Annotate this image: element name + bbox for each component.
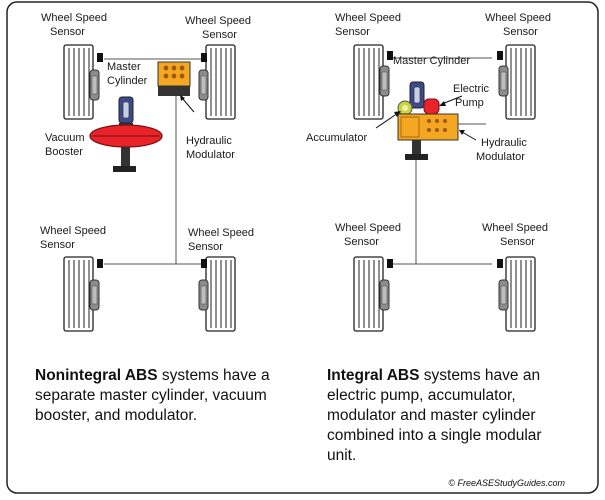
pump-arrow — [441, 95, 463, 105]
accumulator-label: Accumulator — [306, 132, 367, 144]
vacuum-booster-label-2: Booster — [45, 146, 83, 158]
wheel-speed-sensor-label-fl-right: Wheel Speed — [335, 12, 401, 24]
modulator-arrow-right — [461, 131, 477, 141]
integral-diagram: Wheel Speed Sensor Wheel Speed Sensor Ma… — [306, 12, 551, 332]
hydraulic-modulator-right — [397, 113, 459, 141]
vacuum-booster — [89, 123, 163, 172]
hydraulic-modulator-label-left-2: Modulator — [186, 149, 235, 161]
wheel-front-right — [198, 44, 236, 120]
integral-caption-text: systems have an electric pump, accumulat… — [327, 367, 542, 464]
master-cylinder-label-left-2: Cylinder — [107, 75, 148, 87]
accumulator-arrow — [375, 112, 399, 129]
copyright-notice: © FreeASEStudyGuides.com — [448, 478, 565, 488]
pump-arrowhead — [439, 101, 446, 106]
modulator-arrowhead-right — [459, 130, 465, 135]
wheel-speed-sensor-label-fl-2: Sensor — [50, 26, 85, 38]
nonintegral-caption-text: systems have a separate master cylinder,… — [35, 367, 270, 424]
master-cylinder-label-left: Master — [107, 61, 141, 73]
wheel-front-left — [63, 44, 103, 120]
vacuum-booster-label: Vacuum — [45, 132, 85, 144]
electric-pump-label: Electric — [453, 83, 490, 95]
wheel-speed-sensor-label-rr: Wheel Speed — [188, 227, 254, 239]
master-cylinder-left — [118, 96, 134, 124]
hydraulic-modulator-left — [157, 61, 191, 96]
hydraulic-modulator-label-right-2: Modulator — [476, 151, 525, 163]
electric-pump-label-2: Pump — [455, 97, 484, 109]
wheel-speed-sensor-label-fl: Wheel Speed — [41, 12, 107, 24]
integral-caption: Integral ABS systems have an electric pu… — [327, 366, 572, 466]
wheel-speed-sensor-label-rr-2: Sensor — [188, 241, 223, 253]
nonintegral-caption: Nonintegral ABS systems have a separate … — [35, 366, 300, 426]
wheel-speed-sensor-label-rl-right-2: Sensor — [344, 236, 379, 248]
wheel-rear-right — [198, 256, 236, 332]
wheel-speed-sensor-label-rr-right-2: Sensor — [500, 236, 535, 248]
wheel-speed-sensor-label-rl-right: Wheel Speed — [335, 222, 401, 234]
wheel-speed-sensor-label-rr-right: Wheel Speed — [482, 222, 548, 234]
hydraulic-modulator-label-right: Hydraulic — [481, 137, 527, 149]
wheel-speed-sensor-label-fr: Wheel Speed — [185, 15, 251, 27]
electric-pump — [423, 98, 440, 115]
integral-abs-unit — [397, 81, 459, 160]
wheel-front-left-right — [353, 44, 393, 120]
integral-caption-bold: Integral ABS — [327, 367, 420, 384]
wheel-speed-sensor-label-fr-right: Wheel Speed — [485, 12, 551, 24]
wheel-speed-sensor-label-fl-right-2: Sensor — [335, 26, 370, 38]
frame-border — [6, 1, 599, 494]
wheel-speed-sensor-label-rl-2: Sensor — [40, 239, 75, 251]
modulator-arrowhead-left — [180, 95, 185, 101]
wheel-rear-left-right — [353, 256, 393, 332]
master-cylinder-label-right: Master Cylinder — [393, 55, 470, 67]
nonintegral-caption-bold: Nonintegral ABS — [35, 367, 158, 384]
wheel-speed-sensor-label-rl: Wheel Speed — [40, 225, 106, 237]
accumulator-arrowhead — [394, 111, 401, 117]
hydraulic-modulator-label-left: Hydraulic — [186, 135, 232, 147]
wheel-front-right-right — [497, 44, 536, 120]
wheel-rear-right-right — [497, 256, 536, 332]
wheel-speed-sensor-label-fr-right-2: Sensor — [503, 26, 538, 38]
wheel-rear-left — [63, 256, 103, 332]
nonintegral-diagram: Wheel Speed Sensor Wheel Speed Sensor Ma… — [40, 12, 254, 332]
wheel-speed-sensor-label-fr-2: Sensor — [202, 29, 237, 41]
modulator-arrow-left — [181, 97, 195, 113]
